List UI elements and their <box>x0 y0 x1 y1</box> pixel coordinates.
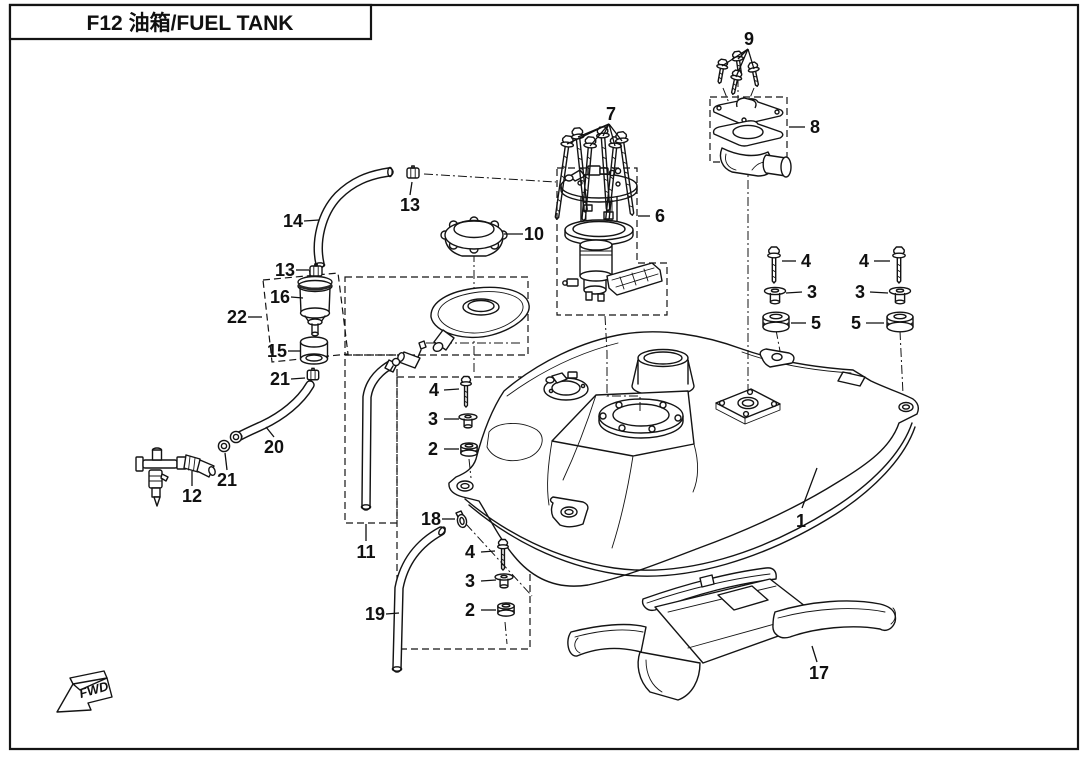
leader-line <box>590 124 609 146</box>
leader-line <box>410 182 412 195</box>
fuel-cap-drawing <box>441 217 507 256</box>
fuel-joint-drawing <box>136 448 216 506</box>
callout-4: 4 <box>859 251 869 271</box>
drain-hose-19 <box>392 526 446 671</box>
phantom-lines <box>424 78 903 644</box>
hose-ring-21c <box>229 430 243 444</box>
callout-18: 18 <box>421 509 441 529</box>
page-border <box>10 5 1078 749</box>
callout-1: 1 <box>796 511 806 531</box>
title-box <box>10 5 371 39</box>
callout-3: 3 <box>428 409 438 429</box>
callout-4: 4 <box>801 251 811 271</box>
callout-5: 5 <box>851 313 861 333</box>
callout-4: 4 <box>429 380 439 400</box>
leader-line <box>481 580 496 581</box>
leader-line <box>786 292 802 293</box>
hose-clamp-13a <box>406 165 420 179</box>
leader-line <box>266 427 274 437</box>
mount-stack-left-upper <box>458 375 478 457</box>
group-box-collar <box>345 277 528 355</box>
callout-20: 20 <box>264 437 284 457</box>
vent-hose-11 <box>361 360 397 509</box>
callout-3: 3 <box>807 282 817 302</box>
leader-line <box>870 292 888 293</box>
callout-10: 10 <box>524 224 544 244</box>
callout-8: 8 <box>810 117 820 137</box>
leader-line <box>304 220 319 221</box>
leader-line <box>722 49 748 66</box>
mount-stack-rear-right <box>886 246 914 333</box>
callout-7: 7 <box>606 104 616 124</box>
filter-cup-drawing <box>301 337 328 364</box>
leader-line <box>291 378 305 379</box>
leader-line <box>812 646 817 662</box>
heat-shield-drawing <box>568 568 896 700</box>
fuel-pump-module-drawing <box>561 166 662 301</box>
callout-13: 13 <box>400 195 420 215</box>
callout-12: 12 <box>182 486 202 506</box>
callout-14: 14 <box>283 211 303 231</box>
leader-line <box>291 297 303 298</box>
vent-hose-14 <box>315 167 392 267</box>
leader-line <box>444 389 459 390</box>
leader-line <box>748 49 754 69</box>
leader-line <box>738 49 748 59</box>
fwd-arrow: FWD <box>57 671 112 712</box>
filler-collar-drawing <box>390 287 529 371</box>
callout-19: 19 <box>365 604 385 624</box>
hose-clamp-13b <box>309 263 323 277</box>
callout-3: 3 <box>855 282 865 302</box>
callout-17: 17 <box>809 663 829 683</box>
leader-line <box>609 124 615 146</box>
fuel-filter-drawing <box>298 269 332 336</box>
callout-21: 21 <box>270 369 290 389</box>
callout-9: 9 <box>744 29 754 49</box>
callout-6: 6 <box>655 206 665 226</box>
leader-line <box>609 124 622 141</box>
callout-3: 3 <box>465 571 475 591</box>
mount-stack-rear-left <box>762 246 790 333</box>
callout-11: 11 <box>356 542 375 562</box>
callout-2: 2 <box>465 600 475 620</box>
callout-4: 4 <box>465 542 475 562</box>
fuel-tank-drawing <box>449 332 918 586</box>
leader-line <box>578 124 609 137</box>
callout-22: 22 <box>227 307 247 327</box>
callout-layer: 1234234435435678910111213131415161718192… <box>182 29 890 683</box>
callout-2: 2 <box>428 439 438 459</box>
leader-line <box>386 613 399 614</box>
rollover-valve-drawing <box>714 50 791 177</box>
callout-21: 21 <box>217 470 237 490</box>
callout-5: 5 <box>811 313 821 333</box>
leader-line <box>481 551 495 552</box>
hose-clamp-21a <box>306 367 320 381</box>
leader-line <box>802 468 817 508</box>
callout-16: 16 <box>270 287 290 307</box>
leader-line <box>603 124 609 136</box>
diagram-title: F12 油箱/FUEL TANK <box>87 11 294 35</box>
leader-line <box>736 49 748 77</box>
leader-line <box>225 453 227 470</box>
group-box-6 <box>557 168 667 315</box>
clip-18 <box>456 511 468 528</box>
callout-13: 13 <box>275 260 295 280</box>
callout-15: 15 <box>267 341 287 361</box>
hose-ring-21b <box>217 439 231 453</box>
